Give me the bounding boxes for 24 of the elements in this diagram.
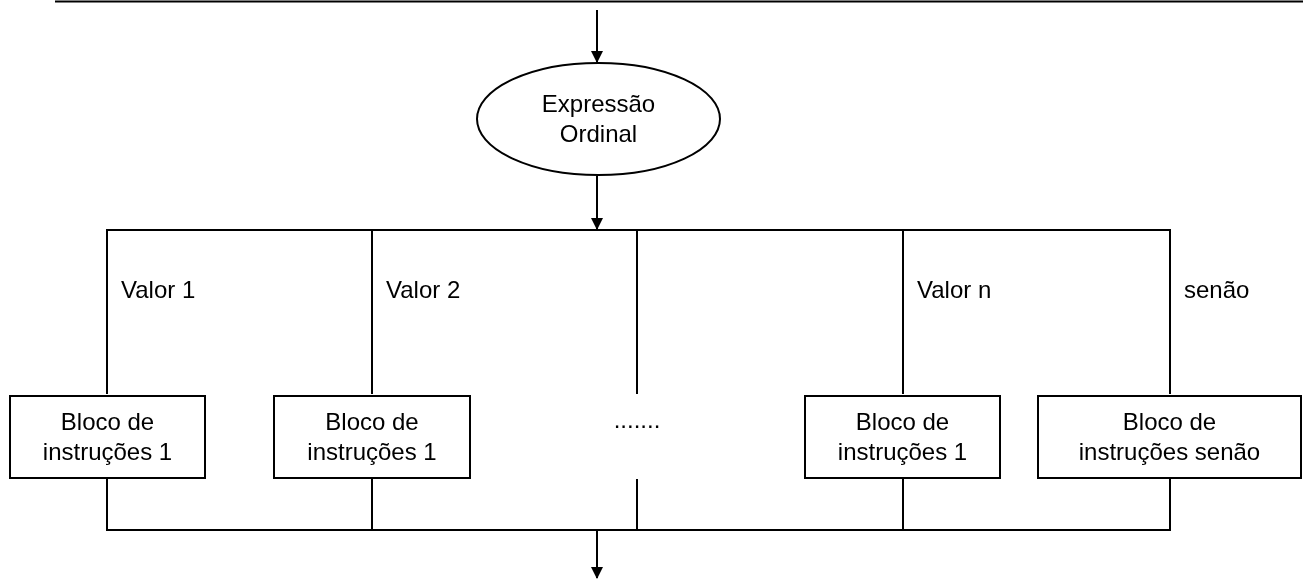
ellipsis-text: ....... xyxy=(602,395,672,479)
connector-line xyxy=(902,230,904,395)
process-box xyxy=(1037,395,1302,479)
node-text: Expressão Ordinal xyxy=(540,89,657,149)
node-text: Bloco de instruções 1 xyxy=(836,407,969,467)
connector-line xyxy=(1169,230,1171,395)
process-box xyxy=(9,395,206,479)
process-box xyxy=(804,395,1001,479)
node-text: Bloco de instruções senão xyxy=(1077,407,1262,467)
connector-line xyxy=(636,230,638,395)
node-text: Bloco de instruções 1 xyxy=(306,407,438,467)
connector-line xyxy=(371,478,373,530)
node-text: Bloco de instruções 1 xyxy=(41,407,174,467)
connector-line xyxy=(636,478,638,530)
process-box xyxy=(273,395,471,479)
arrow xyxy=(591,175,603,230)
arrow xyxy=(591,9,603,63)
arrow xyxy=(591,530,603,579)
connector-line xyxy=(1169,478,1171,530)
connector-line xyxy=(902,478,904,530)
connector-line xyxy=(106,478,108,530)
ellipse-node xyxy=(476,62,721,176)
connector-line xyxy=(106,230,108,395)
connector-line xyxy=(371,230,373,395)
